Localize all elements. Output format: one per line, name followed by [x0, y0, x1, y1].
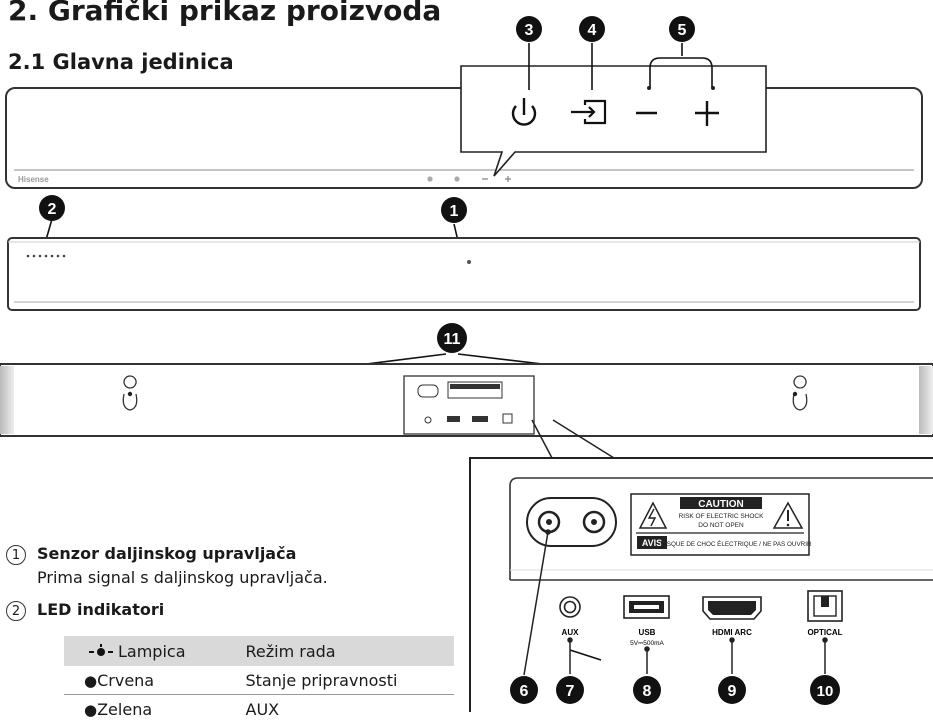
brand-logo: Hisense [18, 175, 49, 184]
callout-10: 10 [817, 683, 834, 700]
optical-label: OPTICAL [807, 628, 842, 637]
power-button-mini [427, 176, 432, 181]
input-button-mini [454, 176, 459, 181]
caution-line2: DO NOT OPEN [698, 522, 744, 529]
soundbar-back-view [0, 364, 933, 436]
usb-rating: 5V⎓500mA [630, 640, 664, 647]
led-mode: AUX [226, 695, 455, 723]
aux-label: AUX [562, 628, 580, 637]
table-row: ●Crvena Stanje pripravnosti [64, 666, 454, 695]
avis-label: AVIS [642, 538, 662, 548]
callout-5: 5 [678, 22, 687, 39]
callout-9: 9 [728, 683, 737, 700]
callout-7: 7 [566, 683, 575, 700]
hdmi-port [703, 597, 761, 619]
led-mode: Stanje pripravnosti [226, 666, 455, 695]
usb-port [624, 596, 669, 618]
callout-4: 4 [588, 22, 597, 39]
caution-title: CAUTION [698, 499, 744, 510]
remote-sensor-dot [467, 260, 471, 264]
item-1-description: Prima signal s daljinskog upravljača. [37, 568, 328, 587]
callout-6: 6 [520, 683, 529, 700]
led-indicator-table: Lampica Režim rada ●Crvena Stanje pripra… [64, 636, 454, 723]
rear-panel-zoom: CAUTION RISK OF ELECTRIC SHOCK DO NOT OP… [470, 420, 933, 712]
led-column-header: Lampica [64, 636, 226, 666]
caution-label: CAUTION RISK OF ELECTRIC SHOCK DO NOT OP… [631, 494, 812, 555]
led-table-header: Lampica Režim rada [64, 636, 454, 666]
item-1-number: 1 [6, 545, 26, 565]
soundbar-top-view [8, 238, 920, 310]
table-row: ●Zelena AUX [64, 695, 454, 723]
callout-3: 3 [525, 22, 534, 39]
led-color: Zelena [97, 700, 152, 719]
item-2-title: LED indikatori [37, 600, 164, 619]
callout-8: 8 [643, 683, 652, 700]
avis-text: RISQUE DE CHOC ÉLECTRIQUE / NE PAS OUVRI… [660, 539, 811, 548]
callout-2: 2 [48, 201, 57, 218]
red-dot-icon: ● [84, 672, 97, 690]
led-color: Crvena [97, 671, 154, 690]
item-1-title: Senzor daljinskog upravljača [37, 544, 296, 563]
optical-port [808, 591, 842, 621]
usb-label: USB [639, 628, 656, 637]
caution-line1: RISK OF ELECTRIC SHOCK [679, 513, 765, 520]
callout-1: 1 [450, 203, 459, 220]
item-2-number: 2 [6, 601, 26, 621]
lamp-icon [84, 644, 118, 658]
green-dot-icon: ● [84, 701, 97, 719]
callout-11: 11 [444, 331, 461, 348]
hdmi-label: HDMI ARC [712, 628, 752, 637]
mode-column-header: Režim rada [226, 636, 455, 666]
